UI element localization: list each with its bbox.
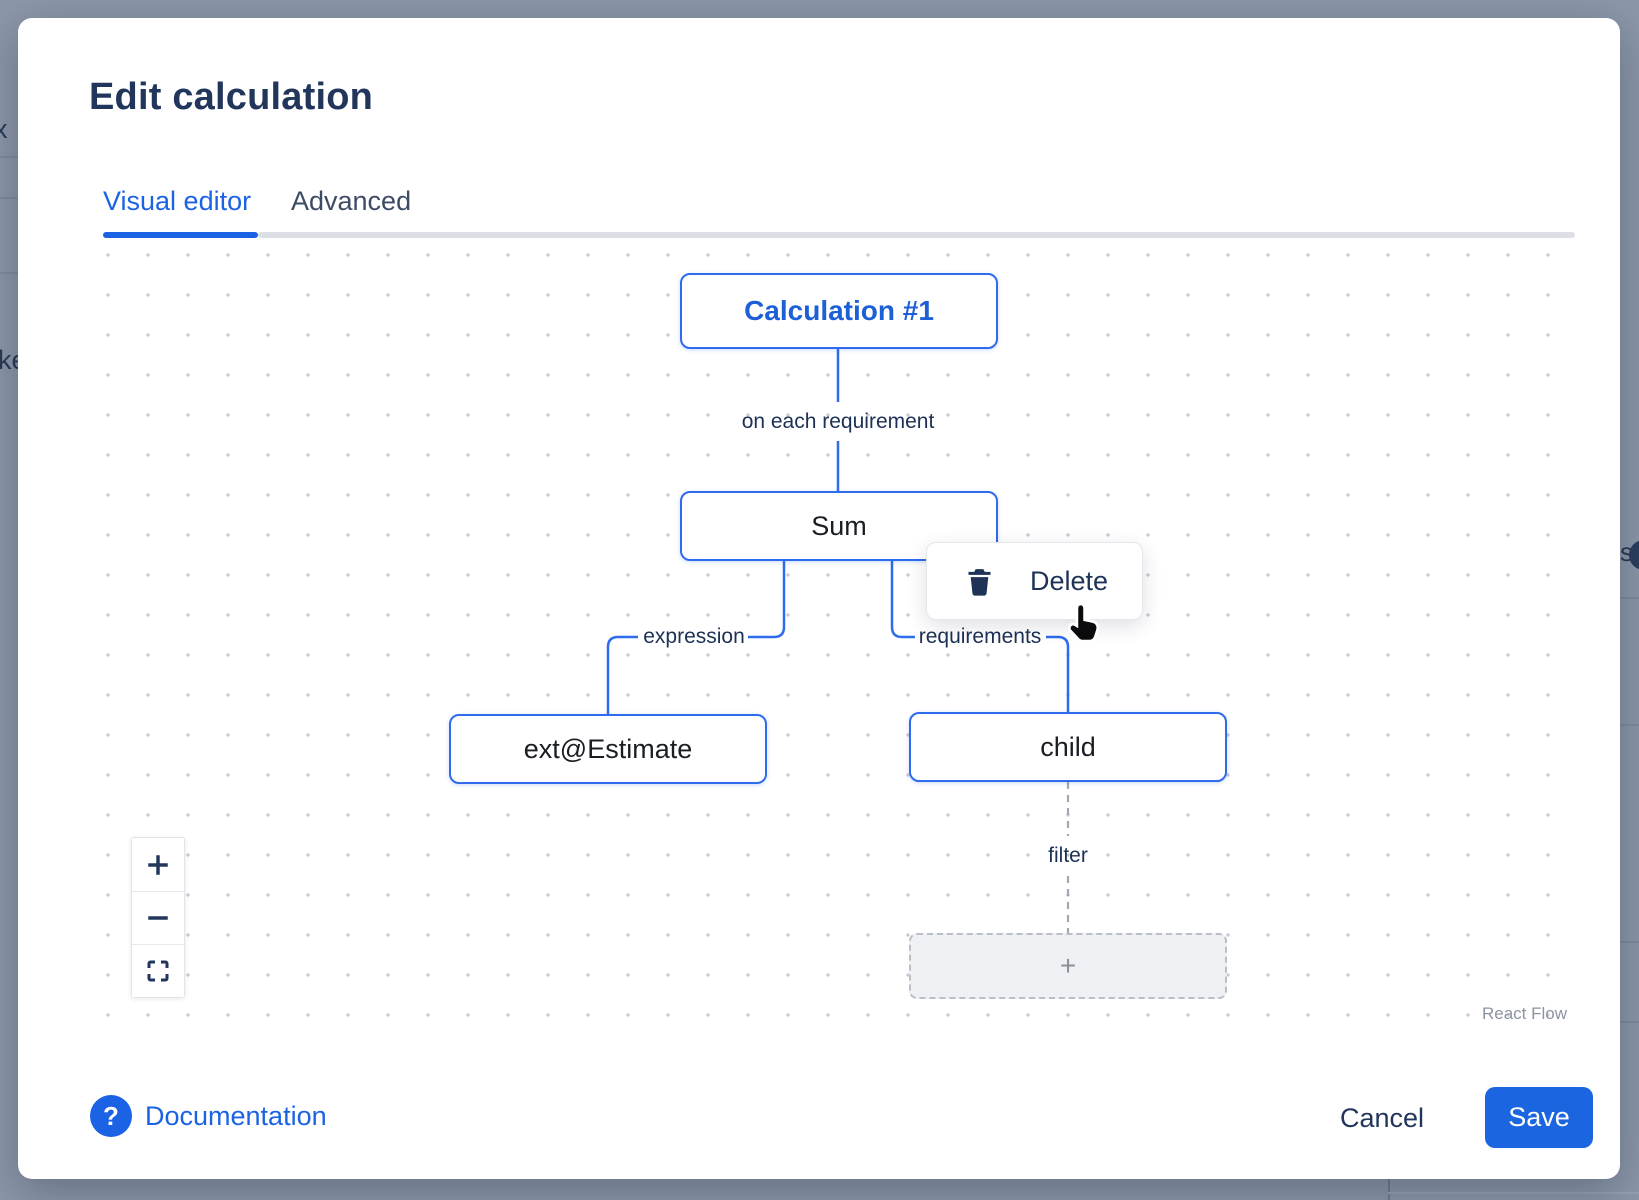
tab-visual-editor[interactable]: Visual editor: [103, 186, 252, 216]
backdrop-row-line: [1618, 724, 1639, 726]
save-button[interactable]: Save: [1485, 1087, 1593, 1148]
node-child[interactable]: child: [909, 712, 1227, 782]
tab-advanced[interactable]: Advanced: [291, 186, 412, 216]
backdrop-row-line: [0, 197, 18, 199]
edge-label-filter: filter: [1048, 844, 1088, 867]
backdrop-row-line: [0, 272, 18, 274]
backdrop-row-line: [1388, 1192, 1639, 1194]
backdrop-row-line: [1618, 941, 1639, 943]
fit-view-button[interactable]: [132, 944, 184, 997]
edge-label-on-each-requirement: on each requirement: [741, 410, 935, 433]
active-tab-indicator: [103, 232, 258, 238]
node-calculation[interactable]: Calculation #1: [680, 273, 998, 349]
documentation-link[interactable]: Documentation: [145, 1101, 327, 1131]
edge-label-expression: expression: [643, 625, 745, 648]
zoom-in-button[interactable]: [132, 838, 184, 891]
tabs-divider: [258, 232, 1575, 238]
react-flow-attribution[interactable]: React Flow: [1481, 1004, 1567, 1023]
flow-canvas[interactable]: Calculation #1 on each requirement Sum e…: [103, 238, 1575, 1034]
context-menu[interactable]: Delete: [926, 542, 1143, 620]
cancel-button[interactable]: Cancel: [1340, 1103, 1425, 1133]
backdrop-row-line: [1618, 1021, 1639, 1023]
backdrop-row-line: [0, 156, 18, 158]
plus-icon: [148, 854, 168, 875]
backdrop-text-fragment: x: [0, 114, 8, 144]
backdrop-column-line: [1388, 1179, 1390, 1200]
flow-controls: [131, 837, 185, 998]
delete-menu-item[interactable]: Delete: [1030, 565, 1109, 596]
fit-view-icon: [147, 960, 169, 982]
flow-edges: [606, 349, 1070, 933]
node-ext-estimate[interactable]: ext@Estimate: [449, 714, 767, 784]
trash-icon: [968, 568, 991, 596]
backdrop-row-line: [1618, 597, 1639, 599]
dialog-title: Edit calculation: [89, 76, 374, 118]
edge-label-requirements: requirements: [918, 625, 1042, 648]
backdrop-avatar-fragment: [1629, 540, 1639, 570]
zoom-out-button[interactable]: [132, 891, 184, 944]
minus-icon: [148, 916, 168, 920]
add-node-placeholder[interactable]: +: [909, 933, 1227, 999]
help-icon[interactable]: ?: [90, 1095, 132, 1137]
edit-calculation-dialog: Edit calculation Visual editor Advanced: [18, 18, 1620, 1179]
